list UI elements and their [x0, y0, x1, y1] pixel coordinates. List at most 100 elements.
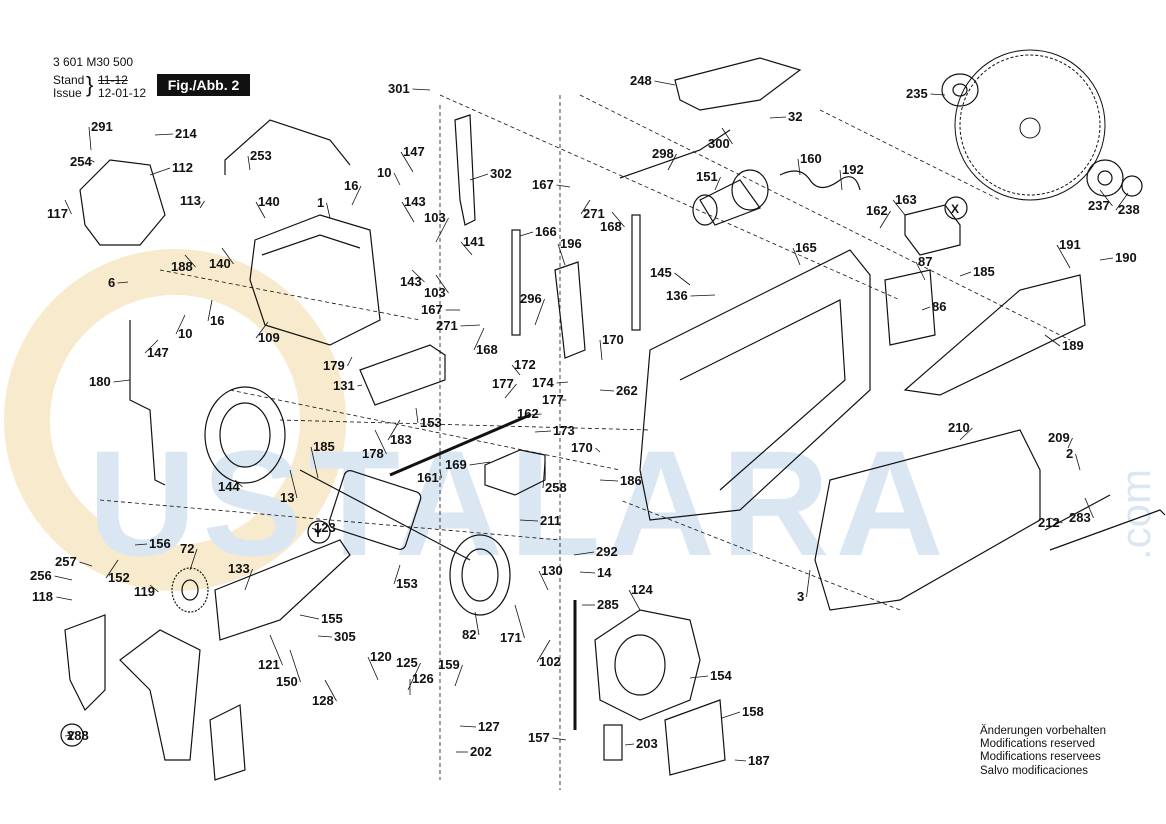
bracket-196 — [554, 261, 586, 359]
leader-line — [1049, 517, 1063, 524]
leader-line — [351, 185, 362, 206]
part-callout-143: 143 — [404, 194, 426, 209]
part-callout-16: 16 — [210, 313, 224, 328]
note-line: Modifications reserved — [980, 738, 1096, 751]
part-callout-156: 156 — [149, 536, 171, 551]
part-callout-179: 179 — [323, 358, 345, 373]
part-callout-150: 150 — [276, 674, 298, 689]
part-callout-151: 151 — [696, 169, 718, 184]
part-callout-152: 152 — [108, 570, 130, 585]
leader-line — [915, 261, 926, 281]
leader-line — [573, 551, 595, 556]
part-callout-3: 3 — [797, 589, 804, 604]
part-callout-103: 103 — [424, 285, 446, 300]
part-callout-125: 125 — [396, 655, 418, 670]
leader-line — [473, 327, 485, 351]
spring-wire — [224, 119, 351, 175]
part-callout-254: 254 — [70, 154, 92, 169]
part-callout-133: 133 — [228, 561, 250, 576]
leader-line — [117, 281, 129, 284]
part-callout-167: 167 — [421, 302, 443, 317]
part-callout-141: 141 — [463, 234, 485, 249]
leader-line — [806, 569, 811, 598]
part-callout-212: 212 — [1038, 515, 1060, 530]
leader-line — [105, 559, 119, 579]
leader-line — [579, 571, 596, 574]
watermark-suffix: .com — [1112, 469, 1159, 560]
part-callout-253: 253 — [250, 148, 272, 163]
part-callout-14: 14 — [597, 565, 612, 580]
leader-line — [149, 167, 171, 176]
svg-text:Y: Y — [314, 526, 322, 540]
leader-line — [175, 314, 186, 335]
flange-237 — [1086, 159, 1124, 197]
part-callout-113: 113 — [180, 193, 201, 208]
issue-value: 12-01-12 — [98, 86, 147, 100]
part-callout-248: 248 — [630, 73, 652, 88]
leader-line — [797, 158, 801, 176]
leader-line — [221, 247, 234, 265]
circled-y-marker: Y — [60, 723, 84, 747]
leader-line — [595, 447, 601, 453]
part-callout-169: 169 — [445, 457, 467, 472]
part-callout-196: 196 — [560, 236, 582, 251]
part-callout-296: 296 — [520, 291, 542, 306]
part-callout-140: 140 — [258, 194, 280, 209]
leader-line — [556, 381, 569, 384]
leader-line — [189, 548, 198, 571]
part-callout-238: 238 — [1118, 202, 1140, 217]
leader-line — [667, 153, 677, 171]
leader-line — [64, 199, 72, 215]
part-callout-189: 189 — [1062, 338, 1084, 353]
leader-line — [1115, 192, 1129, 211]
bar-166a — [511, 229, 521, 336]
leader-line — [134, 543, 148, 546]
leader-line — [514, 604, 525, 639]
note-line: Änderungen vorbehalten — [980, 725, 1106, 737]
leader-line — [113, 379, 131, 383]
part-callout-167: 167 — [532, 177, 554, 192]
doc-number: 3 601 M30 500 — [53, 55, 134, 69]
leader-line — [556, 184, 571, 188]
part-callout-174: 174 — [532, 375, 554, 390]
sleeve-157 — [603, 724, 623, 761]
part-callout-171: 171 — [500, 630, 522, 645]
lower-guard — [814, 429, 1041, 611]
part-callout-191: 191 — [1059, 237, 1081, 252]
leader-line — [959, 271, 972, 277]
leader-line — [674, 272, 691, 286]
leader-line — [529, 413, 542, 416]
armature — [299, 469, 471, 561]
notes-block: Änderungen vorbehalten Modifications res… — [980, 725, 1106, 778]
part-callout-185: 185 — [313, 439, 335, 454]
part-callout-112: 112 — [172, 160, 193, 175]
leader-line — [310, 446, 319, 479]
leader-line — [64, 734, 73, 737]
leader-line — [1084, 497, 1094, 519]
part-callout-177: 177 — [542, 392, 564, 407]
top-guard — [674, 57, 802, 111]
part-callout-292: 292 — [596, 544, 618, 559]
fan — [449, 534, 511, 616]
leader-line — [624, 743, 635, 746]
leader-line — [234, 479, 243, 488]
part-callout-210: 210 — [948, 420, 970, 435]
leader-line — [255, 201, 266, 219]
part-callout-235: 235 — [906, 86, 928, 101]
leader-line — [149, 584, 159, 593]
arm-119 — [214, 539, 351, 641]
leader-line — [460, 241, 473, 256]
note-line: Salvo modificaciones — [980, 764, 1089, 777]
part-callout-102: 102 — [539, 654, 561, 669]
leader-line — [400, 151, 414, 173]
part-callout-158: 158 — [742, 704, 764, 719]
bracket-179 — [359, 344, 446, 406]
part-callout-155: 155 — [321, 611, 343, 626]
part-callout-291: 291 — [91, 119, 113, 134]
part-callout-305: 305 — [334, 629, 356, 644]
part-callout-87: 87 — [918, 254, 932, 269]
leader-line — [299, 614, 320, 620]
part-callout-178: 178 — [362, 446, 384, 461]
